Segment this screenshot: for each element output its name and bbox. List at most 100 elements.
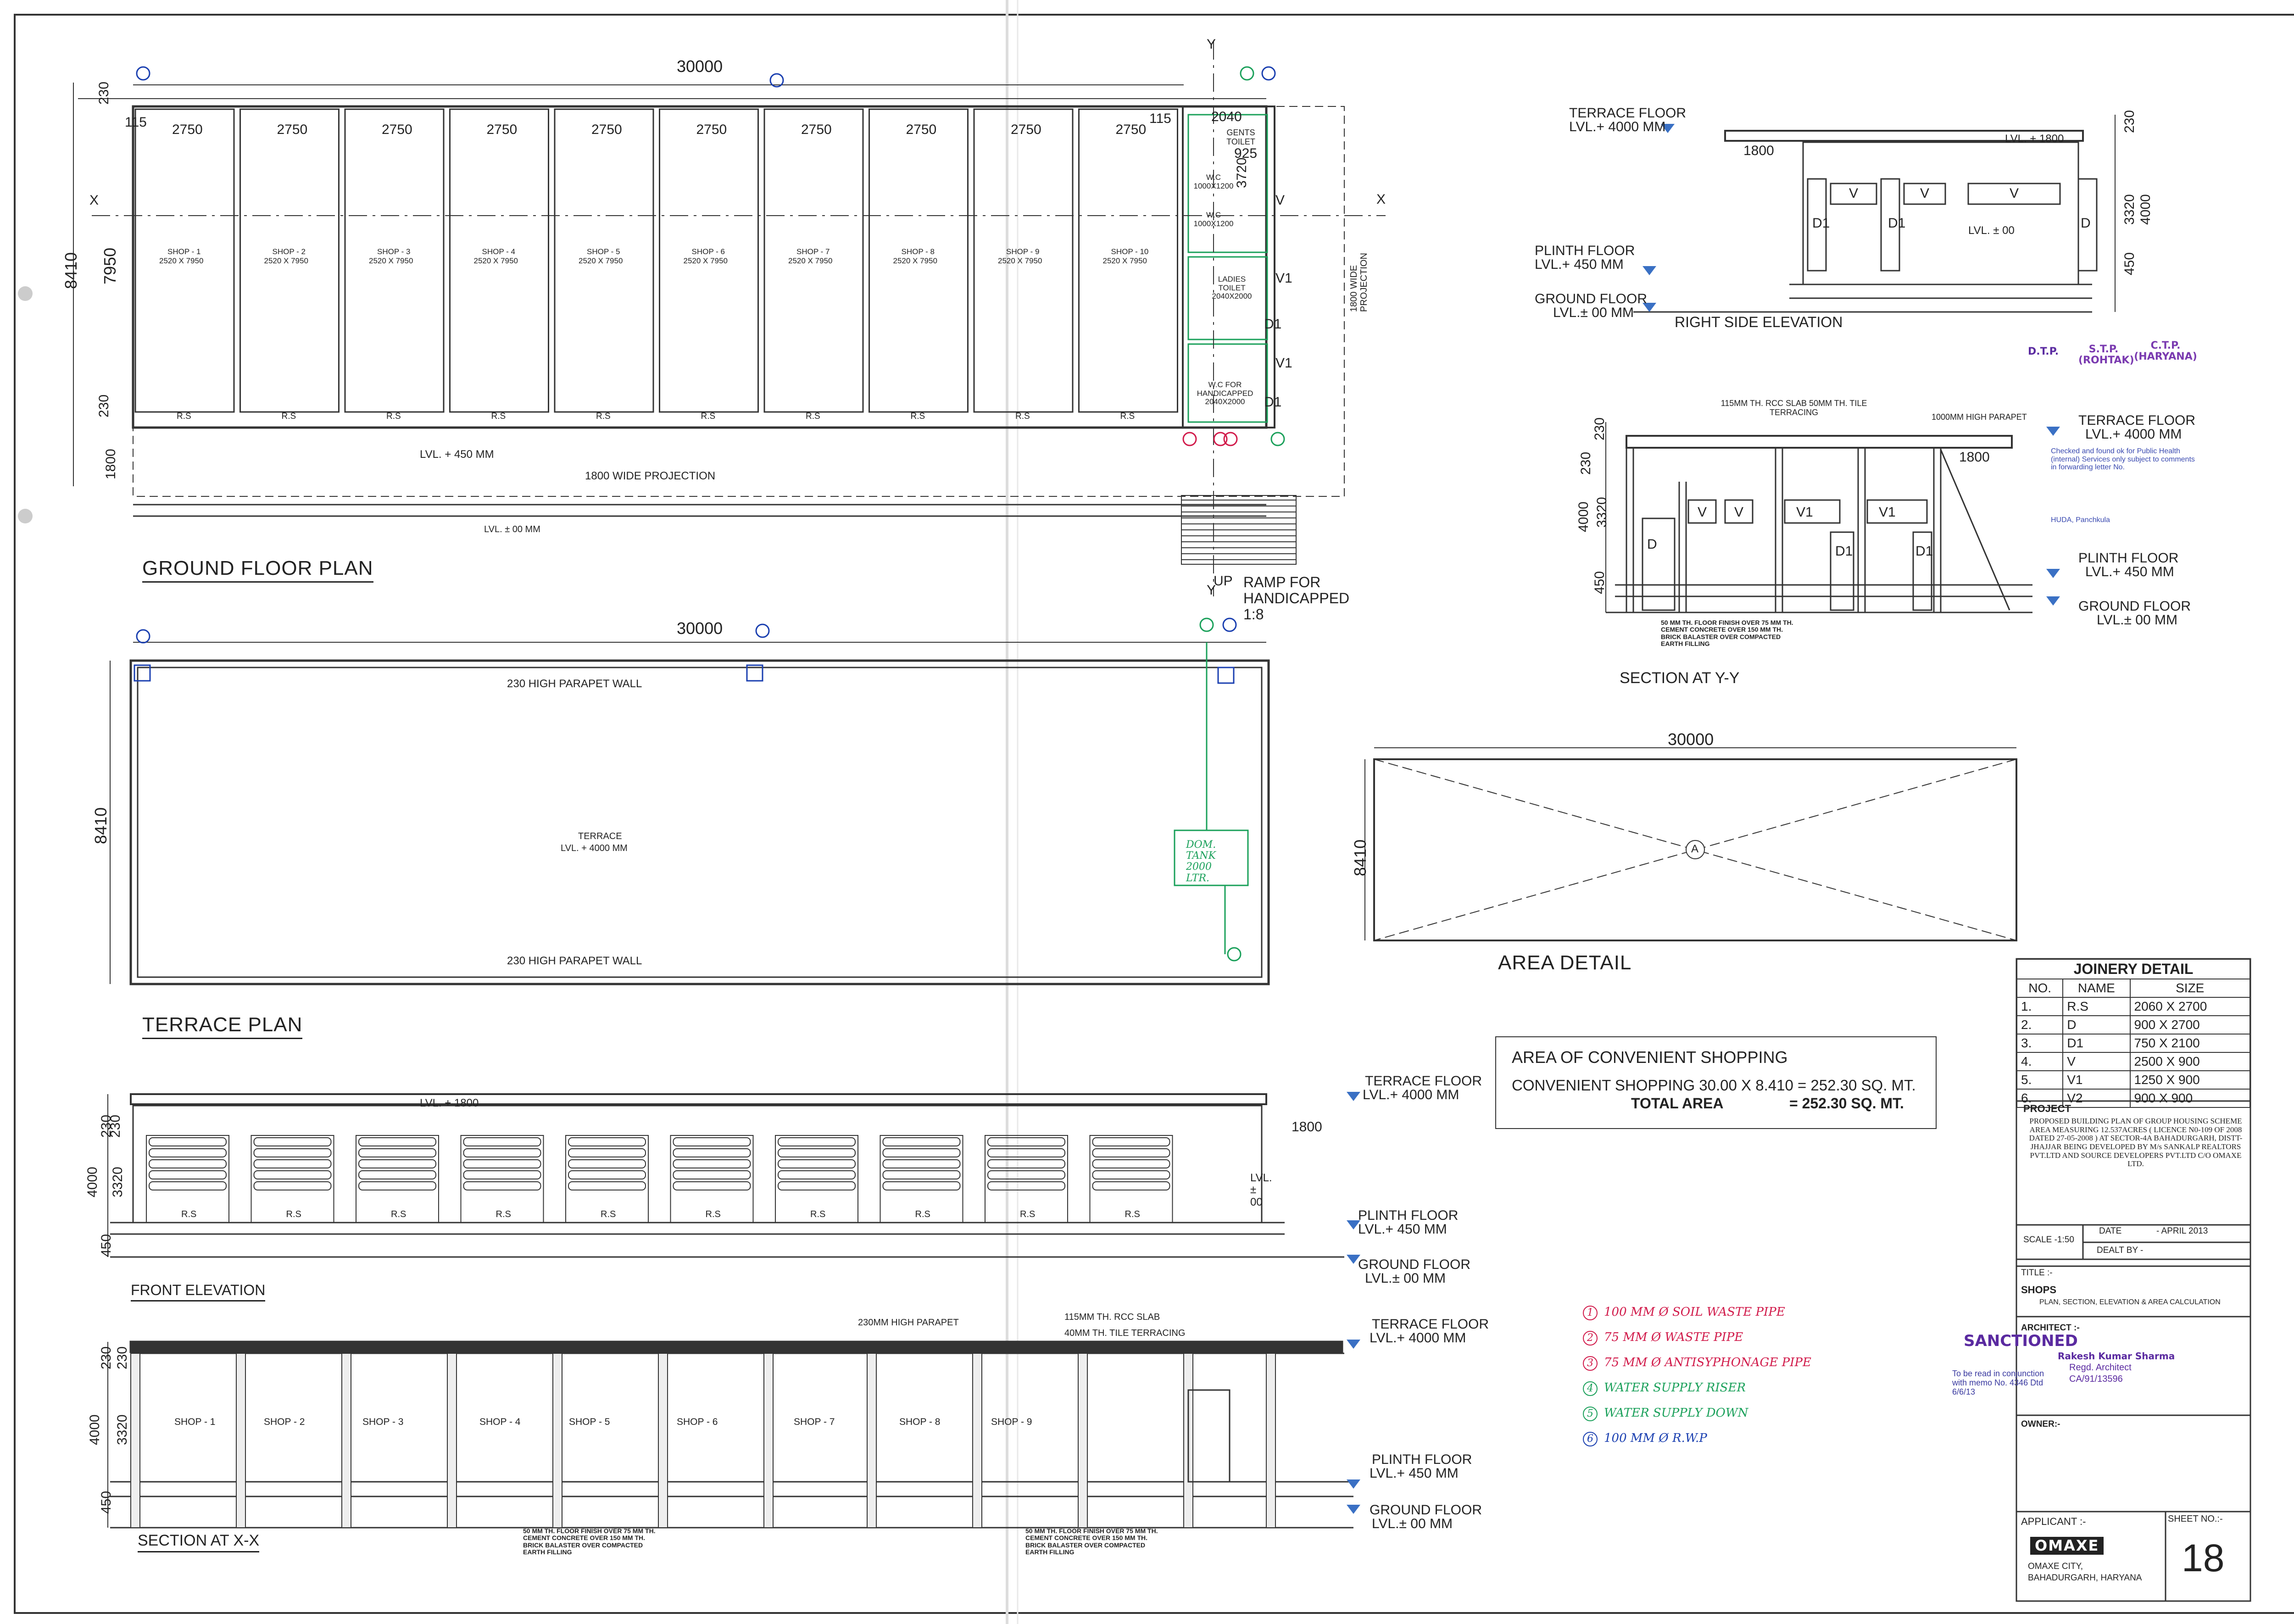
title-value: SHOPS bbox=[2021, 1284, 2057, 1296]
sheet-label: SHEET NO.:- bbox=[2168, 1514, 2223, 1524]
owner-label: OWNER:- bbox=[2021, 1419, 2060, 1429]
shop-outline bbox=[239, 108, 340, 413]
rse-d: D bbox=[2081, 216, 2091, 231]
ramp-label: RAMP FOR HANDICAPPED 1:8 bbox=[1243, 574, 1350, 623]
terrace-depth-dim: 8410 bbox=[91, 807, 110, 844]
terrace-label: TERRACE bbox=[578, 831, 622, 841]
rse-terrace-floor: TERRACE FLOOR bbox=[1569, 106, 1687, 121]
rolling-shutter-label: R.S bbox=[1015, 412, 1030, 421]
side-projection-label: 1800 WIDE PROJECTION bbox=[1349, 253, 1369, 312]
rolling-shutter-label: R.S bbox=[177, 412, 191, 421]
v1-label: V1 bbox=[1275, 271, 1292, 286]
legend-text: WATER SUPPLY RISER bbox=[1604, 1381, 1746, 1395]
architect-reg-stamp: CA/91/13596 bbox=[2069, 1374, 2123, 1384]
ramp-up-label: UP bbox=[1214, 573, 1233, 589]
joinery-title: JOINERY DETAIL bbox=[2016, 959, 2250, 979]
parapet-bottom-label: 230 HIGH PARAPET WALL bbox=[507, 955, 642, 967]
pipe-markers bbox=[136, 66, 1285, 962]
yy-plinth-level: LVL.+ 450 MM bbox=[2085, 564, 2174, 579]
shop-name: SHOP - 1 bbox=[167, 247, 201, 256]
shop-outline bbox=[134, 108, 235, 413]
xx-finish-note: 50 MM TH. FLOOR FINISH OVER 75 MM TH. CE… bbox=[523, 1527, 656, 1556]
shop-size: 2520 X 7950 bbox=[473, 256, 518, 265]
gf-wall-dim: 230 bbox=[96, 81, 111, 105]
rolling-shutter-label: R.S bbox=[386, 412, 401, 421]
shop-outline bbox=[659, 108, 759, 413]
public-health-stamp: Checked and found ok for Public Health (… bbox=[2051, 447, 2195, 472]
shutter-frame bbox=[670, 1135, 754, 1223]
shutter-louver bbox=[149, 1148, 227, 1157]
fe-dim: 450 bbox=[99, 1234, 114, 1257]
shutter-frame bbox=[251, 1135, 334, 1223]
bay-width-dim: 2750 bbox=[382, 122, 412, 137]
section-column bbox=[972, 1353, 982, 1528]
shop-outline bbox=[344, 108, 445, 413]
fe-plinth-level: LVL.+ 450 MM bbox=[1358, 1222, 1447, 1237]
shutter-louver bbox=[568, 1137, 646, 1146]
shop-name: SHOP - 9 bbox=[1006, 247, 1040, 256]
joinery-cell: 2. bbox=[2016, 1015, 2064, 1034]
company-logo: OMAXE bbox=[2030, 1537, 2104, 1555]
yy-ground-floor: GROUND FLOOR bbox=[2078, 599, 2191, 614]
shutter-louver bbox=[987, 1148, 1065, 1157]
bay-width-dim: 2750 bbox=[277, 122, 308, 137]
gf-level-450: LVL. + 450 MM bbox=[420, 448, 494, 461]
shutter-louver bbox=[253, 1170, 332, 1179]
yy-dim: 230 bbox=[1592, 417, 1607, 440]
read-with-stamp: To be read in conjunction with memo No. … bbox=[1952, 1369, 2044, 1396]
gf-depth-total: 8410 bbox=[61, 252, 80, 289]
fe-dim: 4000 bbox=[85, 1167, 100, 1197]
shutter-louver bbox=[778, 1148, 856, 1157]
shop-size: 2520 X 7950 bbox=[579, 256, 623, 265]
shutter-louver bbox=[149, 1181, 227, 1190]
section-column bbox=[763, 1353, 774, 1528]
fe-ground-level: LVL.± 00 MM bbox=[1365, 1271, 1446, 1286]
right-side-elevation-drawing bbox=[1633, 115, 2116, 313]
fe-lvl-00: LVL. ± 00 bbox=[1250, 1172, 1272, 1208]
xx-dim: 450 bbox=[99, 1491, 114, 1514]
gf-end-dim: 115 bbox=[125, 115, 147, 130]
rse-dim: 3320 bbox=[2122, 194, 2137, 225]
bay-width-dim: 2750 bbox=[906, 122, 937, 137]
shop-size: 2520 X 7950 bbox=[264, 256, 308, 265]
area-box bbox=[1495, 1036, 1937, 1129]
shutter-louver bbox=[673, 1181, 751, 1190]
shutter-louver bbox=[1092, 1181, 1170, 1190]
fe-dim: 230 bbox=[108, 1114, 123, 1138]
shutter-louver bbox=[358, 1148, 436, 1157]
stp-stamp: S.T.P. (ROHTAK) bbox=[2078, 344, 2134, 367]
area-box-heading: AREA OF CONVENIENT SHOPPING bbox=[1512, 1048, 1788, 1067]
shop-size: 2520 X 7950 bbox=[369, 256, 413, 265]
gf-level-00: LVL. ± 00 MM bbox=[484, 524, 540, 534]
rse-plinth-level: LVL.+ 450 MM bbox=[1535, 257, 1624, 272]
title-subtitle: PLAN, SECTION, ELEVATION & AREA CALCULAT… bbox=[2039, 1298, 2221, 1306]
section-column bbox=[658, 1353, 668, 1528]
shutter-louver bbox=[1092, 1137, 1170, 1146]
legend-number: 4 bbox=[1583, 1381, 1598, 1396]
terrace-plan bbox=[110, 642, 1270, 985]
shutter-louver bbox=[882, 1181, 961, 1190]
shutter-louver bbox=[358, 1170, 436, 1179]
tank-label: DOM. TANK 2000 LTR. bbox=[1186, 839, 1216, 884]
terrace-overall-dim: 30000 bbox=[677, 619, 723, 638]
rolling-shutter-label: R.S bbox=[391, 1209, 406, 1219]
wc-handicapped-label: W.C FOR HANDICAPPED 2040X2000 bbox=[1197, 380, 1253, 406]
shutter-louver bbox=[358, 1137, 436, 1146]
gf-end-dim: 115 bbox=[1149, 111, 1171, 126]
shutter-louver bbox=[463, 1181, 541, 1190]
section-yy-title: SECTION AT Y-Y bbox=[1620, 669, 1740, 687]
joinery-cell: 2060 X 2700 bbox=[2129, 997, 2250, 1016]
joinery-header: NO. bbox=[2016, 979, 2064, 998]
axis-y-label: Y bbox=[1207, 583, 1216, 598]
shutter-louver bbox=[149, 1159, 227, 1168]
ladies-toilet-label: LADIES TOILET 2040X2000 bbox=[1212, 275, 1252, 301]
yy-finish-note: 50 MM TH. FLOOR FINISH OVER 75 MM TH. CE… bbox=[1661, 619, 1793, 648]
right-side-elevation-title: RIGHT SIDE ELEVATION bbox=[1675, 314, 1843, 330]
rolling-shutter-label: R.S bbox=[915, 1209, 930, 1219]
fe-terrace-level: LVL.+ 4000 MM bbox=[1363, 1087, 1459, 1102]
legend-number: 6 bbox=[1583, 1432, 1598, 1446]
company-address: OMAXE CITY, bbox=[2028, 1562, 2083, 1571]
shutter-louver bbox=[673, 1159, 751, 1168]
